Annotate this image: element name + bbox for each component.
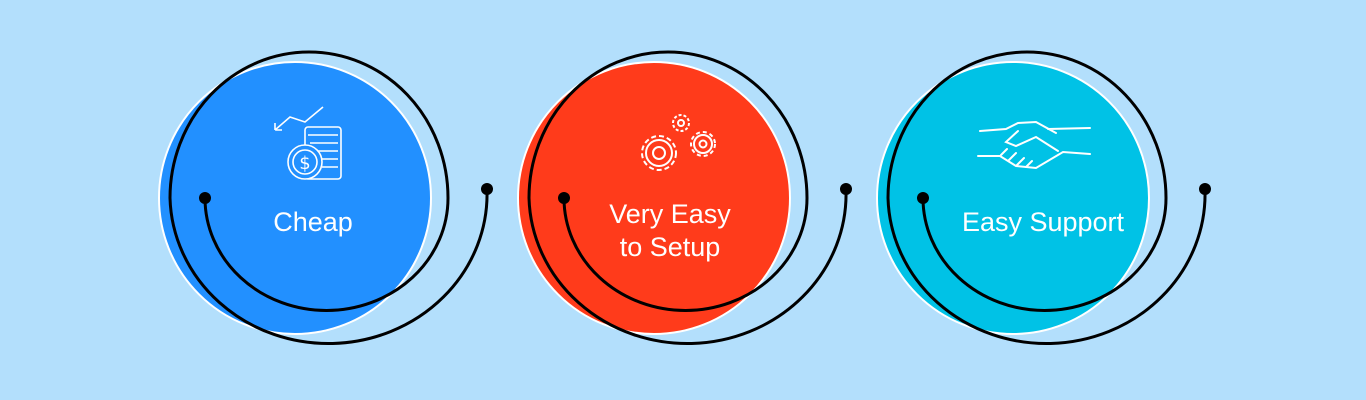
handshake-icon	[977, 120, 1091, 170]
spiral-start-dot	[199, 192, 211, 204]
item-2-label: Very Easy to Setup	[609, 199, 731, 262]
item-1-label: Cheap	[273, 207, 353, 237]
spiral-start-dot	[917, 192, 929, 204]
money-chart-icon: $	[274, 106, 342, 180]
spiral-end-dot	[481, 183, 493, 195]
spiral-line	[527, 50, 848, 345]
spiral-start-dot	[558, 192, 570, 204]
item-3	[876, 50, 1211, 345]
item-circle	[517, 61, 791, 335]
svg-text:$: $	[299, 153, 310, 174]
gears-icon	[641, 114, 716, 171]
item-circle	[876, 61, 1150, 335]
spiral-end-dot	[1199, 183, 1211, 195]
item-1: $	[158, 50, 493, 345]
spiral-end-dot	[840, 183, 852, 195]
spiral-line	[168, 50, 489, 345]
item-circle	[158, 61, 432, 335]
item-3-label: Easy Support	[961, 207, 1125, 237]
item-2	[517, 50, 852, 345]
spiral-line	[886, 50, 1207, 345]
